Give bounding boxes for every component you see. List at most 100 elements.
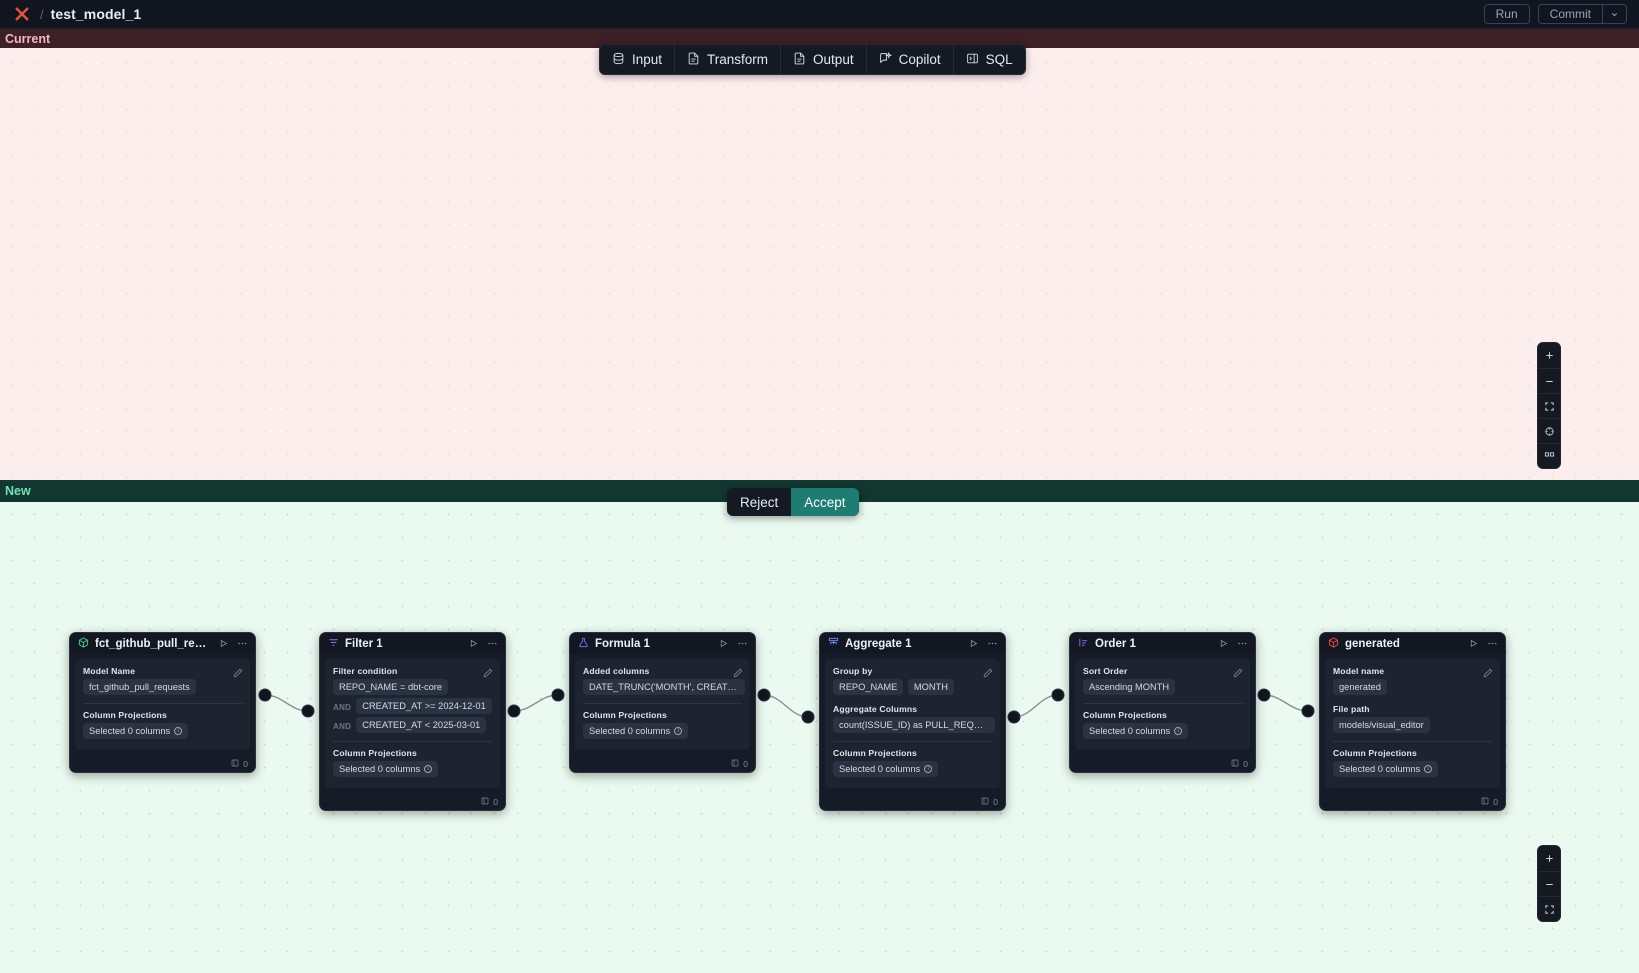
pipeline-node-aggregate[interactable]: Aggregate 1 Group by REPO_NAME MONTH Agg… [819,632,1006,811]
node-header[interactable]: Order 1 [1070,633,1255,654]
run-node-icon[interactable] [717,639,730,648]
zoom-in-button[interactable] [1538,846,1560,871]
edit-pencil-icon[interactable] [983,665,993,683]
toggle-grid-button[interactable] [1538,443,1560,468]
node-header[interactable]: generated [1320,633,1505,654]
tab-output[interactable]: Output [780,45,866,74]
field-label: Column Projections [333,748,417,758]
commit-button[interactable]: Commit [1549,7,1591,21]
tab-input[interactable]: Input [600,45,674,74]
field-label: Model name [1333,666,1385,676]
pipeline-node-source[interactable]: fct_github_pull_requests Model Name fct_… [69,632,256,773]
chip-text: Selected 0 columns [1339,764,1421,774]
node-menu-icon[interactable] [1486,638,1499,649]
filter-condition-row: AND CREATED_AT < 2025-03-01 [333,717,492,736]
filter-condition-chip[interactable]: CREATED_AT >= 2024-12-01 [356,698,492,714]
chip-text: Selected 0 columns [339,764,421,774]
table-rows-icon [481,797,489,807]
aggregate-column-chip[interactable]: count(ISSUE_ID) as PULL_REQUEST_… [833,717,995,733]
divider [83,703,242,704]
tab-copilot[interactable]: Copilot [865,45,953,74]
run-node-icon[interactable] [1217,639,1230,648]
fit-view-button[interactable] [1538,896,1560,921]
column-projection-chip[interactable]: Selected 0 columns i [583,723,689,739]
sql-panel-icon [966,52,979,68]
info-icon: i [674,727,683,735]
filter-condition-chip[interactable]: CREATED_AT < 2025-03-01 [356,717,487,733]
cube-green-icon [78,635,89,653]
group-by-chip[interactable]: REPO_NAME [833,679,904,695]
accept-button[interactable]: Accept [791,488,859,516]
node-menu-icon[interactable] [486,638,499,649]
node-header[interactable]: Filter 1 [320,633,505,654]
tab-label: Transform [707,52,769,67]
column-projection-chip[interactable]: Selected 0 columns i [333,761,439,777]
canvas-zoom-controls-current [1537,342,1561,469]
edit-pencil-icon[interactable] [233,665,243,683]
edit-pencil-icon[interactable] [1483,665,1493,683]
tab-transform[interactable]: Transform [674,45,780,74]
node-menu-icon[interactable] [986,638,999,649]
field-label: Column Projections [83,710,167,720]
node-header[interactable]: Aggregate 1 [820,633,1005,654]
and-label: AND [333,703,352,712]
run-node-icon[interactable] [1467,639,1480,648]
column-projection-chip[interactable]: Selected 0 columns i [1083,723,1189,739]
row-count: 0 [1243,758,1248,769]
run-node-icon[interactable] [467,639,480,648]
chip-text: Selected 0 columns [839,764,921,774]
pipeline-node-generated[interactable]: generated Model name generated File path… [1319,632,1506,811]
table-rows-icon [231,759,239,769]
chevron-down-icon[interactable] [1602,5,1626,23]
current-version-canvas[interactable] [0,29,1639,480]
run-node-icon[interactable] [967,639,980,648]
node-footer: 0 [320,793,505,810]
chip-text: Selected 0 columns [1089,726,1171,736]
tab-label: Input [632,52,663,67]
node-footer: 0 [1070,755,1255,772]
zoom-out-button[interactable] [1538,368,1560,393]
added-columns-chip[interactable]: DATE_TRUNC('MONTH', CREATED_AT… [583,679,745,695]
topbar-actions: Run Commit [1483,4,1627,24]
lock-target-button[interactable] [1538,418,1560,443]
file-icon [793,52,806,68]
node-menu-icon[interactable] [736,638,749,649]
node-menu-icon[interactable] [1236,638,1249,649]
tab-sql[interactable]: SQL [952,45,1025,74]
column-projection-chip[interactable]: Selected 0 columns i [1333,761,1439,777]
edit-pencil-icon[interactable] [483,665,493,683]
reject-button[interactable]: Reject [727,488,791,516]
column-projection-chip[interactable]: Selected 0 columns i [83,723,189,739]
pipeline-node-order[interactable]: Order 1 Sort Order Ascending MONTH Colum… [1069,632,1256,773]
run-button[interactable]: Run [1483,4,1530,24]
tab-label: Output [813,52,854,67]
node-menu-icon[interactable] [236,638,249,649]
sort-icon [1078,635,1089,653]
group-by-chip[interactable]: MONTH [907,679,954,695]
field-label: Sort Order [1083,666,1128,676]
pipeline-node-formula[interactable]: Formula 1 Added columns DATE_TRUNC('MONT… [569,632,756,773]
edit-pencil-icon[interactable] [1233,665,1243,683]
table-rows-icon [731,759,739,769]
divider [333,741,492,742]
field-label: Aggregate Columns [833,704,918,714]
pipeline-node-filter[interactable]: Filter 1 Filter condition REPO_NAME = db… [319,632,506,811]
node-header[interactable]: fct_github_pull_requests [70,633,255,654]
sort-order-chip[interactable]: Ascending MONTH [1083,679,1176,695]
edit-pencil-icon[interactable] [733,665,743,683]
app-logo-x-icon[interactable] [12,4,32,24]
column-projection-chip[interactable]: Selected 0 columns i [833,761,939,777]
filter-condition-chip[interactable]: REPO_NAME = dbt-core [333,679,449,695]
value-chip[interactable]: fct_github_pull_requests [83,679,196,695]
model-name-chip[interactable]: generated [1333,679,1387,695]
row-count: 0 [1493,796,1498,807]
node-header[interactable]: Formula 1 [570,633,755,654]
chip-text: Selected 0 columns [89,726,171,736]
zoom-out-button[interactable] [1538,871,1560,896]
zoom-in-button[interactable] [1538,343,1560,368]
fit-view-button[interactable] [1538,393,1560,418]
mode-toolbar: Input Transform Output Copilot [599,44,1026,75]
table-rows-icon [1231,759,1239,769]
file-path-chip[interactable]: models/visual_editor [1333,717,1430,733]
run-node-icon[interactable] [217,639,230,648]
